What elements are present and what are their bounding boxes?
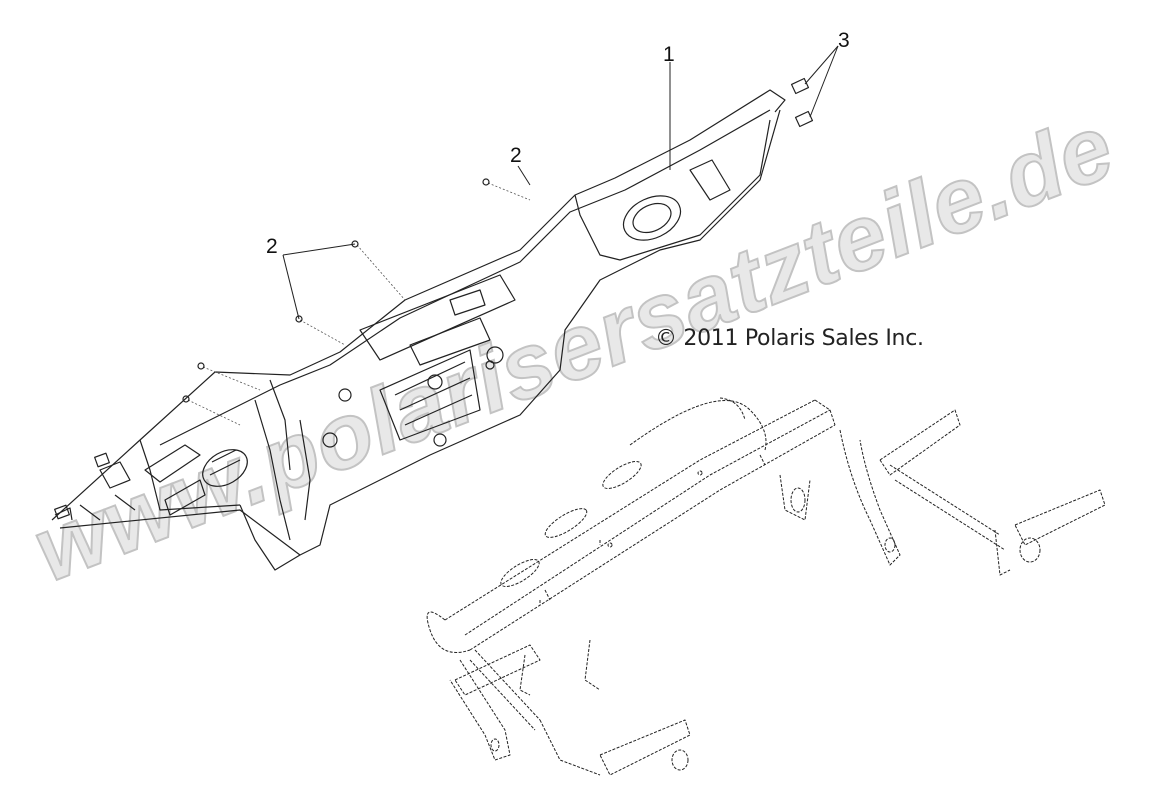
frame-assembly — [426, 397, 1106, 776]
clip-nuts-part-3 — [54, 77, 814, 520]
part-1-bumper-cover — [51, 89, 786, 571]
rivets-part-2 — [182, 178, 490, 403]
callout-3: 3 — [838, 29, 850, 52]
callout-2-upper: 2 — [510, 144, 522, 167]
callout-1: 1 — [663, 43, 675, 66]
copyright-notice: © 2011 Polaris Sales Inc. — [655, 326, 924, 351]
callout-2-center: 2 — [266, 235, 278, 258]
